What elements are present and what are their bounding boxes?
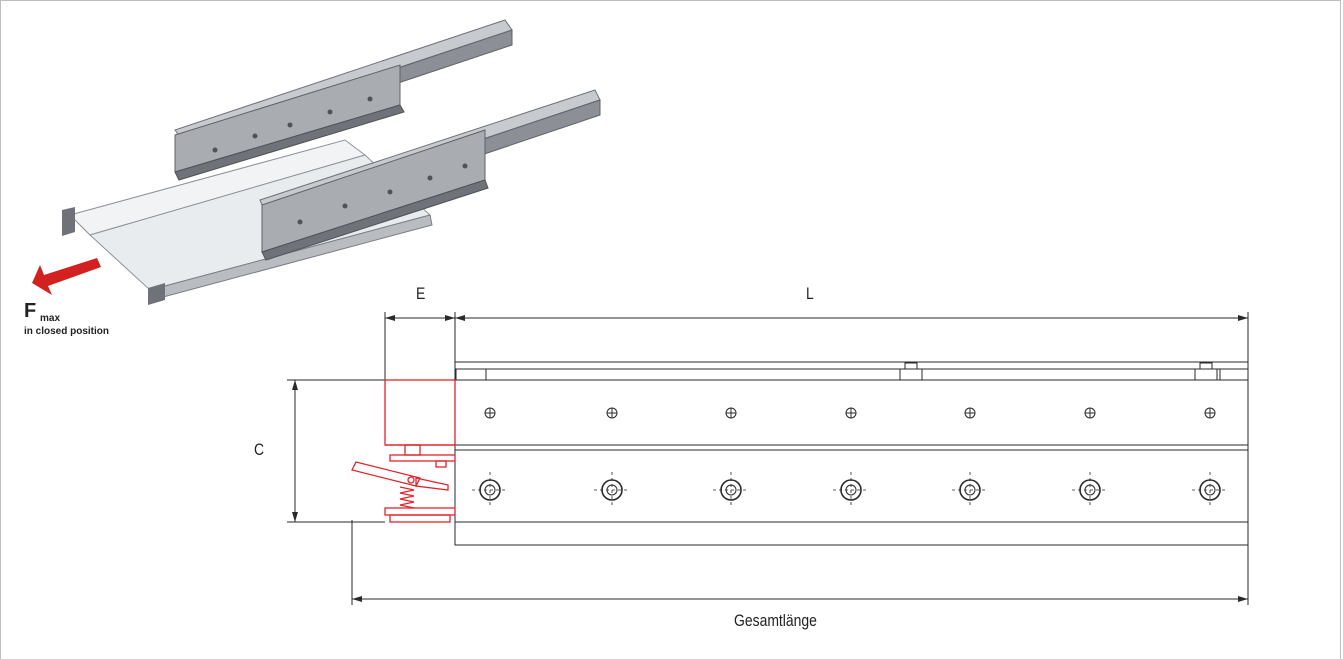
force-subscript: max bbox=[40, 313, 61, 324]
rail-side-view bbox=[454, 361, 1249, 546]
force-arrow-icon bbox=[32, 258, 101, 295]
dimension-lines bbox=[287, 312, 1249, 605]
upper-holes bbox=[484, 407, 1216, 419]
dimension-c-label: C bbox=[254, 440, 265, 459]
dimension-e-label: E bbox=[416, 284, 426, 303]
dimension-arrows bbox=[292, 315, 1248, 602]
force-caption: in closed position bbox=[24, 326, 110, 337]
dimension-l-label: L bbox=[806, 284, 814, 303]
lower-holes bbox=[472, 472, 1228, 508]
total-length-label: Gesamtlänge bbox=[734, 611, 817, 630]
force-label: F bbox=[24, 300, 37, 322]
lock-mechanism bbox=[351, 379, 456, 523]
slide-rail-isometric bbox=[32, 19, 601, 305]
